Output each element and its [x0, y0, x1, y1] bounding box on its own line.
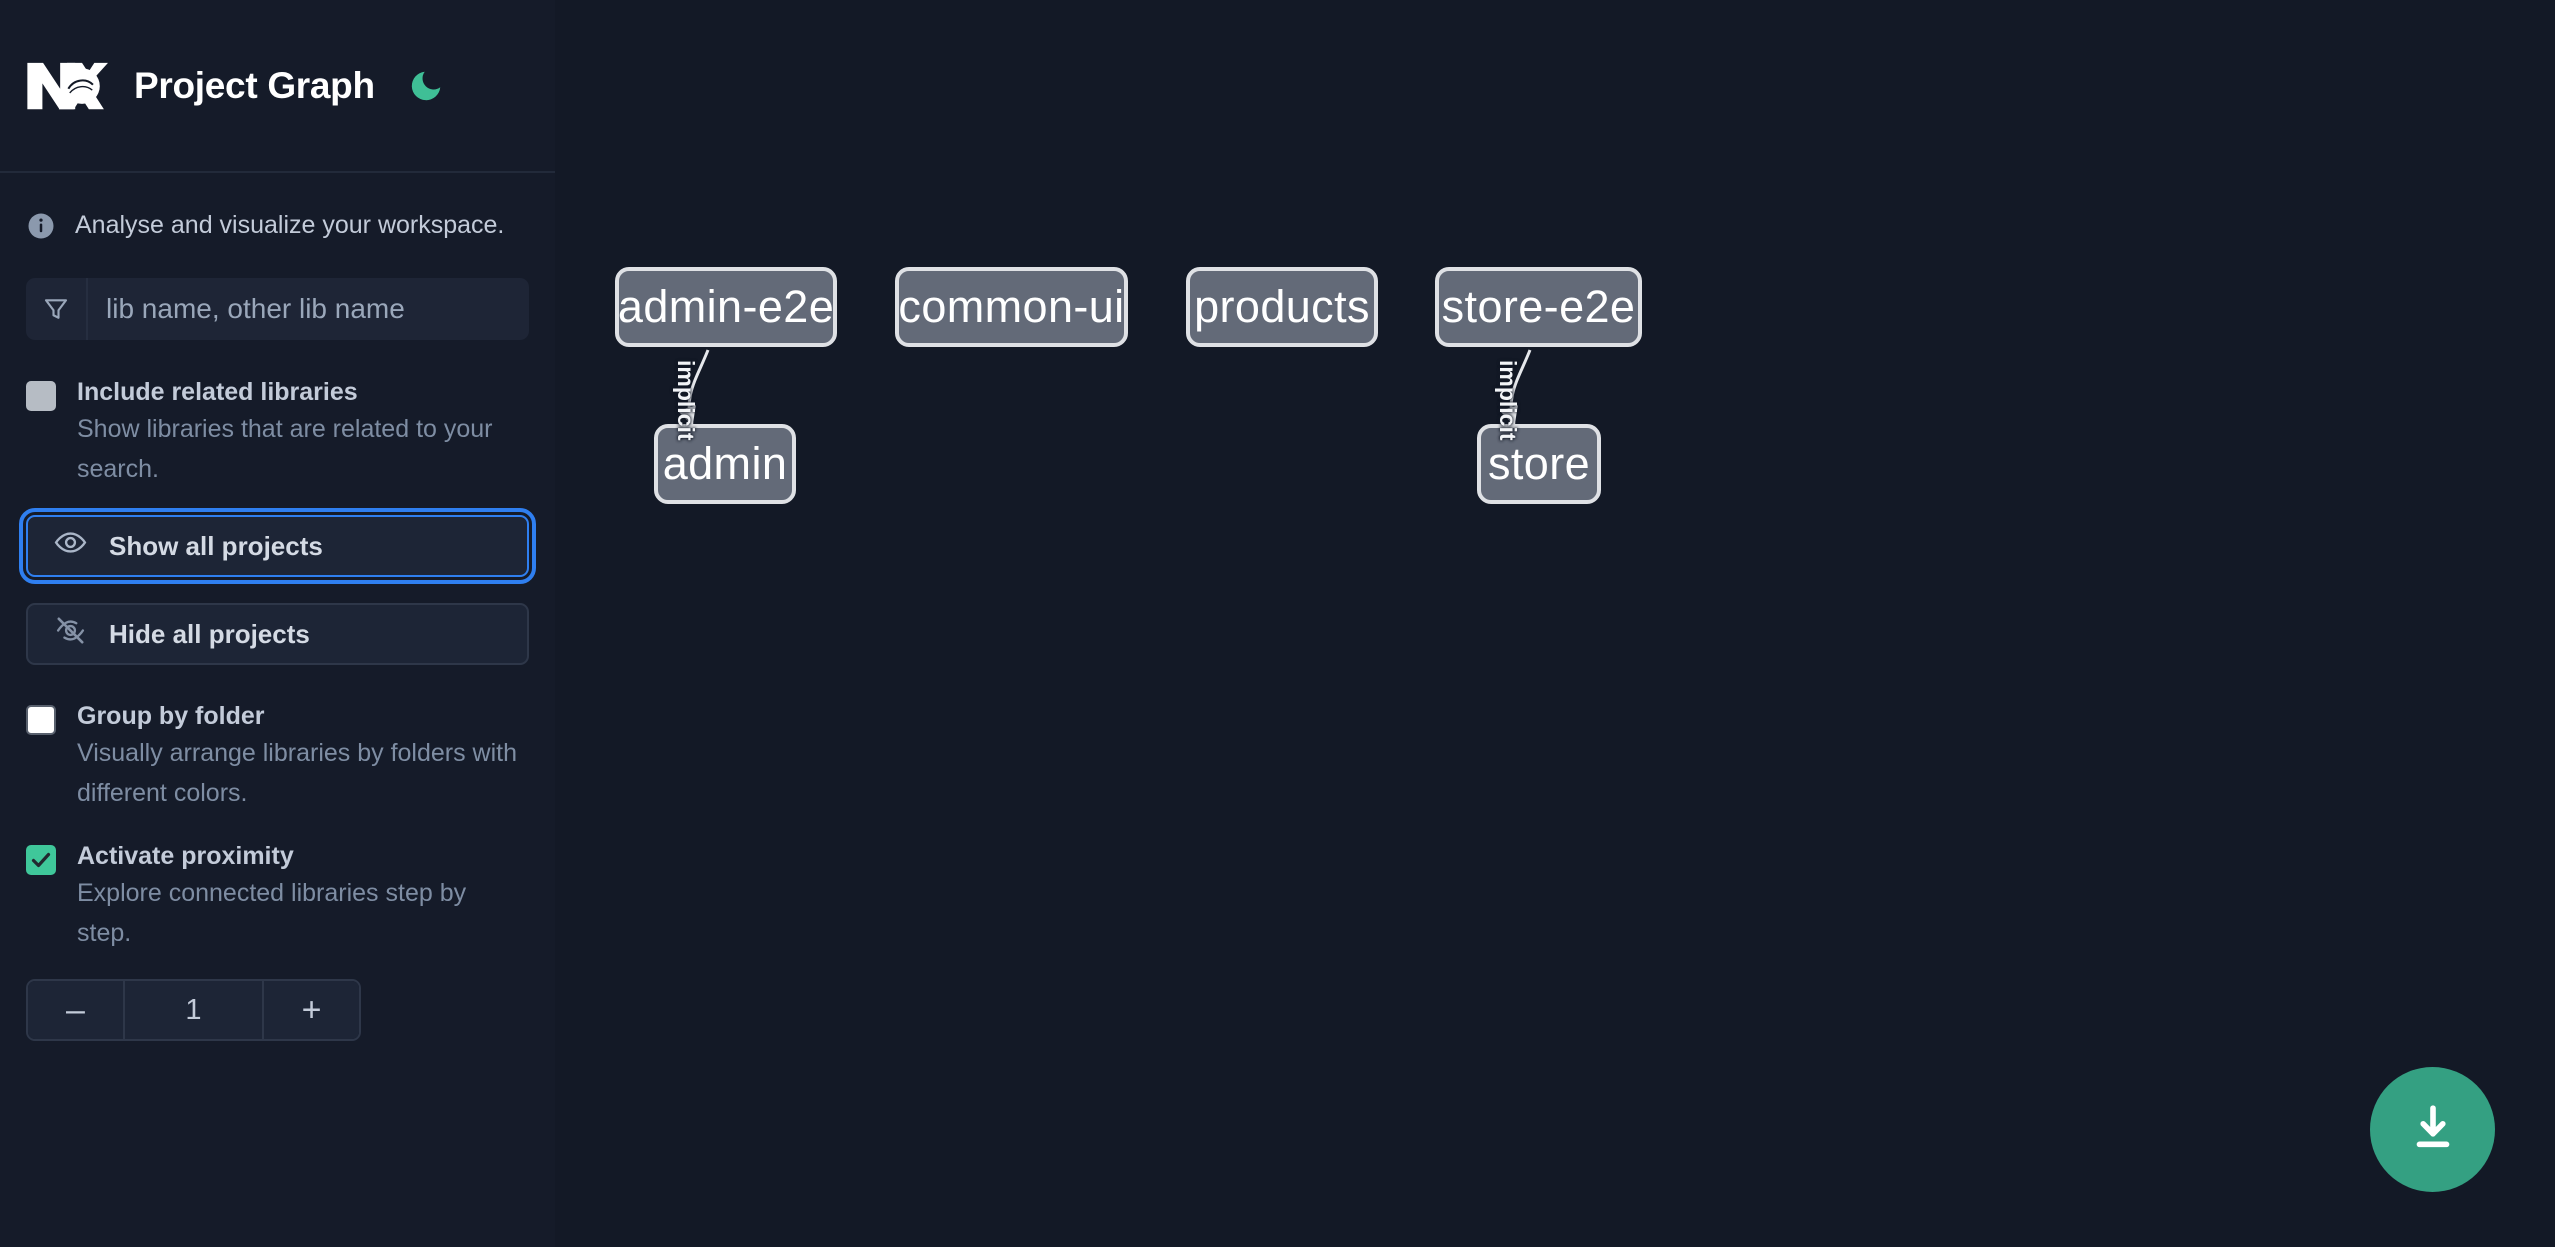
- option-description: Visually arrange libraries by folders wi…: [77, 739, 518, 807]
- edge-label-admin-implicit: implicit: [673, 360, 699, 441]
- tagline-text: Analyse and visualize your workspace.: [75, 211, 505, 239]
- graph-node-admin-e2e[interactable]: admin-e2e: [615, 267, 837, 347]
- option-description: Show libraries that are related to your …: [77, 415, 493, 483]
- option-activate-proximity[interactable]: Activate proximity Explore connected lib…: [26, 839, 529, 953]
- download-icon: [2405, 1100, 2461, 1159]
- edge-label-store-implicit: implicit: [1495, 360, 1521, 441]
- node-label: products: [1194, 281, 1370, 332]
- sidebar-body: Analyse and visualize your workspace. In…: [0, 173, 555, 1041]
- node-label: admin: [662, 438, 788, 489]
- node-label: store: [1487, 438, 1591, 489]
- option-label: Include related libraries: [77, 378, 358, 406]
- proximity-stepper[interactable]: – 1 +: [26, 979, 361, 1041]
- include-related-libraries-checkbox[interactable]: [26, 381, 56, 411]
- proximity-value: 1: [125, 981, 262, 1039]
- proximity-increment-button[interactable]: +: [262, 981, 359, 1039]
- option-label: Activate proximity: [77, 842, 294, 870]
- filter-box[interactable]: [26, 278, 529, 340]
- show-all-projects-label: Show all projects: [109, 530, 323, 561]
- nx-logo-icon: [26, 56, 108, 116]
- activate-proximity-checkbox[interactable]: [26, 845, 56, 875]
- hide-all-projects-label: Hide all projects: [109, 618, 310, 649]
- eye-slash-icon: [54, 614, 87, 654]
- show-all-projects-button[interactable]: Show all projects: [19, 508, 536, 584]
- download-button[interactable]: [2370, 1067, 2495, 1192]
- option-include-related-libraries[interactable]: Include related libraries Show libraries…: [26, 375, 529, 489]
- graph-node-admin[interactable]: admin: [654, 424, 796, 504]
- graph-node-common-ui[interactable]: common-ui: [895, 267, 1128, 347]
- search-input[interactable]: [88, 278, 529, 340]
- node-label: store-e2e: [1441, 281, 1636, 332]
- graph-node-store-e2e[interactable]: store-e2e: [1435, 267, 1642, 347]
- page-title: Project Graph: [134, 64, 375, 106]
- graph-canvas[interactable]: admin-e2e common-ui products store-e2e a…: [555, 0, 2555, 1247]
- graph-edges: [677, 349, 1532, 426]
- info-icon: [26, 211, 56, 241]
- option-label: Group by folder: [77, 702, 265, 730]
- moon-icon[interactable]: [405, 65, 447, 107]
- proximity-decrement-button[interactable]: –: [28, 981, 125, 1039]
- sidebar: Project Graph Analyse and visualize your…: [0, 0, 555, 1247]
- hide-all-projects-button[interactable]: Hide all projects: [26, 603, 529, 665]
- tagline: Analyse and visualize your workspace.: [26, 173, 529, 278]
- eye-icon: [54, 526, 87, 566]
- funnel-icon: [26, 278, 88, 340]
- group-by-folder-checkbox[interactable]: [26, 705, 56, 735]
- graph-node-store[interactable]: store: [1477, 424, 1601, 504]
- graph-node-products[interactable]: products: [1186, 267, 1378, 347]
- visibility-buttons: Show all projects Hide all projects: [19, 508, 536, 665]
- node-label: common-ui: [898, 281, 1125, 332]
- option-description: Explore connected libraries step by step…: [77, 879, 467, 947]
- node-label: admin-e2e: [617, 281, 835, 332]
- option-group-by-folder[interactable]: Group by folder Visually arrange librari…: [26, 699, 529, 813]
- sidebar-header: Project Graph: [0, 0, 555, 173]
